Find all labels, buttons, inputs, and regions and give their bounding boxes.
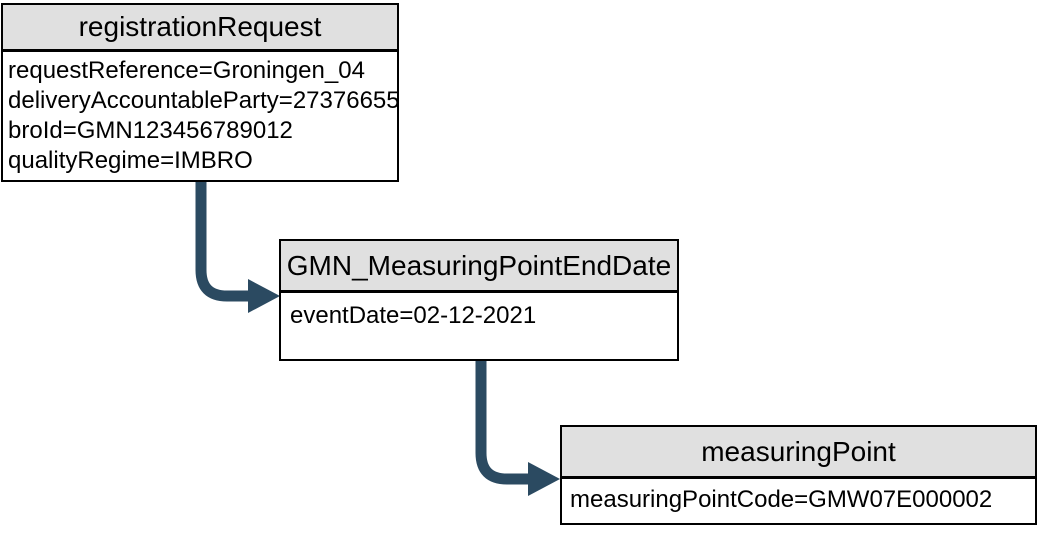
attribute-line: requestReference=Groningen_04 [8, 57, 365, 84]
node-body: requestReference=Groningen_04 deliveryAc… [3, 52, 397, 176]
attribute-line: broId=GMN123456789012 [8, 117, 293, 144]
node-title: registrationRequest [78, 11, 322, 42]
node-header: GMN_MeasuringPointEndDate [281, 241, 677, 293]
node-registration-request: registrationRequest requestReference=Gro… [1, 3, 399, 182]
arrowhead-icon [528, 462, 560, 496]
node-header: registrationRequest [3, 5, 397, 52]
edge-enddate-to-measuringpoint [475, 360, 560, 496]
edge-line [475, 360, 529, 485]
node-body: eventDate=02-12-2021 [281, 293, 677, 331]
node-gmn-measuring-point-end-date: GMN_MeasuringPointEndDate eventDate=02-1… [279, 239, 679, 361]
edge-registrationrequest-to-enddate [195, 181, 280, 313]
node-header: measuringPoint [562, 427, 1035, 479]
arrowhead-icon [248, 279, 280, 313]
attribute-line: qualityRegime=IMBRO [8, 147, 253, 174]
attribute-line: eventDate=02-12-2021 [290, 302, 537, 329]
node-measuring-point: measuringPoint measuringPointCode=GMW07E… [560, 425, 1037, 525]
attribute-line: measuringPointCode=GMW07E000002 [570, 486, 993, 513]
node-body: measuringPointCode=GMW07E000002 [562, 479, 1035, 515]
edge-line [195, 181, 249, 302]
node-title: measuringPoint [701, 435, 896, 467]
node-title: GMN_MeasuringPointEndDate [286, 249, 672, 281]
attribute-line: deliveryAccountableParty=27376655 [8, 87, 397, 114]
